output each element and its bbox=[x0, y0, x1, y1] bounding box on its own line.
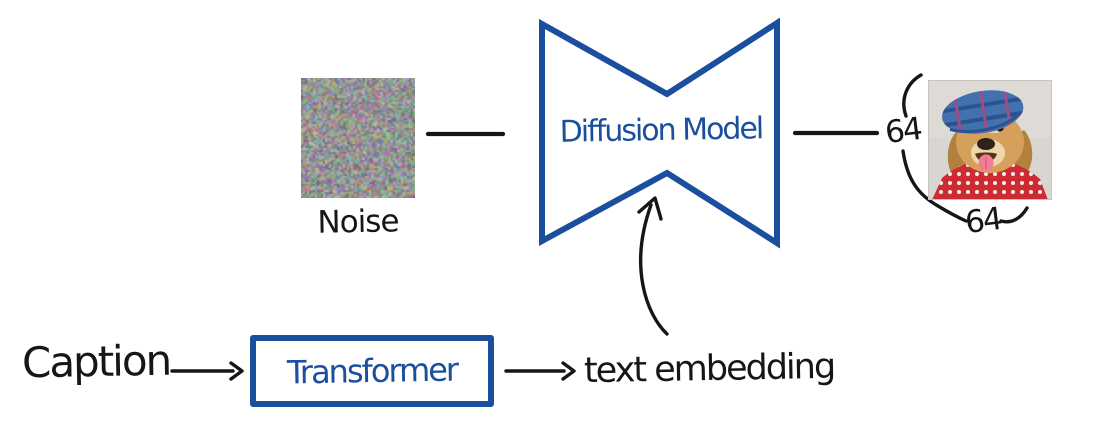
arrowhead-transformer-to-embedding bbox=[561, 361, 576, 381]
noise-image bbox=[301, 78, 415, 198]
transformer-node: Transformer bbox=[250, 335, 494, 407]
arrowhead-embedding-to-diffusion bbox=[637, 196, 663, 221]
output-height-label: 64 bbox=[883, 110, 923, 152]
caption-label: Caption bbox=[21, 335, 171, 388]
noise-label: Noise bbox=[317, 203, 399, 241]
text-embedding-label: text embedding bbox=[583, 346, 835, 392]
diffusion-model-label: Diffusion Model bbox=[559, 111, 763, 150]
dog-beret bbox=[940, 87, 1026, 140]
dimension-arc-top-left bbox=[902, 73, 923, 118]
edge-embedding-to-diffusion bbox=[639, 203, 669, 336]
arrowhead-caption-to-transformer bbox=[229, 361, 244, 381]
transformer-label: Transformer bbox=[286, 350, 458, 392]
dog-bandana bbox=[932, 160, 1048, 200]
photo-border bbox=[928, 80, 1052, 200]
output-width-label: 64 bbox=[963, 200, 1003, 242]
dog-photo bbox=[928, 80, 1052, 200]
dimension-arc-bottom-right bbox=[999, 206, 1029, 224]
dog-nose bbox=[977, 138, 995, 150]
